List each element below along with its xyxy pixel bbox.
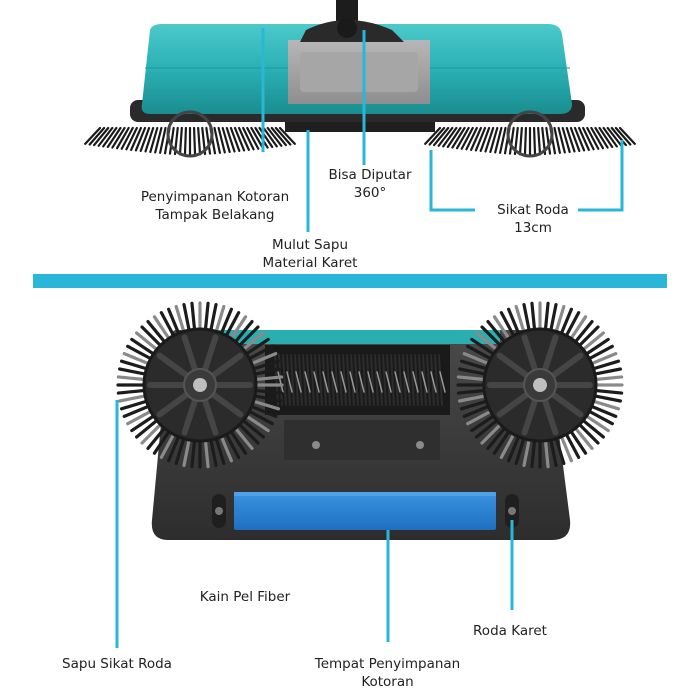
sweeper-side-view	[84, 0, 636, 158]
sweeper-underside	[116, 301, 624, 540]
left-round-brush	[116, 301, 284, 469]
label-rotate: Bisa Diputar 360°	[328, 167, 412, 201]
bottom-callout-lines	[115, 400, 514, 648]
fiber-mop-pad	[234, 492, 496, 530]
rubber-wheel-right	[505, 494, 519, 528]
right-round-brush	[456, 301, 624, 469]
label-mouth: Mulut Sapu Material Karet	[262, 237, 358, 271]
roller-brush	[274, 354, 446, 406]
callout-line-wheel-brush-right	[578, 140, 624, 212]
top-callout-lines	[261, 28, 624, 232]
label-rubber-wheel: Roda Karet	[473, 623, 547, 639]
label-storage-back: Penyimpanan Kotoran Tampak Belakang	[140, 189, 290, 223]
separator-bar	[33, 274, 667, 288]
mounting-plate	[284, 420, 440, 460]
right-side-brush	[424, 110, 636, 158]
label-dirt-storage: Tempat Penyimpanan Kotoran	[314, 656, 461, 690]
rubber-mouth	[285, 122, 435, 132]
label-fiber-mop: Kain Pel Fiber	[199, 589, 291, 605]
label-wheel-brush: Sikat Roda 13cm	[497, 202, 569, 236]
rubber-wheel-left	[212, 494, 226, 528]
callout-line-wheel-brush	[429, 150, 475, 212]
label-round-brush: Sapu Sikat Roda	[62, 656, 172, 672]
